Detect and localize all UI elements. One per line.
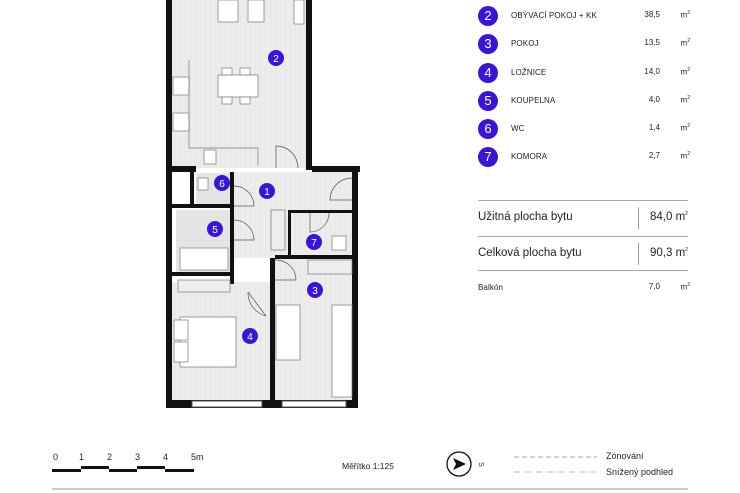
scale-tick: 4: [163, 452, 169, 462]
balcony-label: Balkón: [478, 283, 504, 292]
room-marker-5: 5: [207, 221, 223, 237]
scale-bar-graphic: [52, 466, 194, 472]
room-marker-7: 7: [306, 234, 322, 250]
room-name: OBÝVACÍ POKOJ + KK: [511, 11, 597, 20]
unit: m2: [680, 282, 690, 292]
svg-text:5: 5: [212, 225, 218, 236]
divider: [638, 207, 639, 229]
legend-ceiling-label: Snížený podhled: [606, 467, 674, 477]
legend-row: 3 POKOJ 13,5 m2: [478, 34, 690, 56]
floor-plan: 1 2 3 4 5 6 7: [166, 0, 360, 408]
room-number: 2: [478, 6, 498, 26]
legend-lines: [514, 456, 597, 473]
unit: m2: [680, 123, 690, 133]
balcony-row: Balkón 7,0 m2: [478, 278, 690, 300]
svg-text:7: 7: [311, 238, 317, 249]
room-marker-2: 2: [268, 50, 284, 66]
scale-tick: 0: [53, 452, 59, 462]
room-name: LOŽNICE: [511, 68, 547, 77]
scale-tick: 2: [107, 452, 113, 462]
total-area-label: Celková plocha bytu: [478, 247, 582, 259]
scale-tick: 5m: [191, 452, 204, 462]
svg-text:6: 6: [219, 179, 225, 190]
windows: [191, 400, 347, 408]
room-marker-4: 4: [242, 328, 258, 344]
room-area: 4,0: [648, 95, 660, 104]
room-number: 6: [478, 119, 498, 139]
svg-text:1: 1: [264, 187, 270, 198]
room-name: KOMORA: [511, 152, 548, 161]
svg-text:3: 3: [312, 286, 318, 297]
divider: [478, 200, 688, 201]
unit: m2: [680, 151, 690, 161]
north-label: S: [476, 462, 484, 467]
room-name: WC: [511, 124, 525, 133]
unit: m2: [680, 67, 690, 77]
room-marker-1: 1: [259, 183, 275, 199]
scale-tick: 1: [79, 452, 85, 462]
legend-row: 2 OBÝVACÍ POKOJ + KK 38,5 m2: [478, 6, 690, 28]
svg-text:4: 4: [247, 332, 253, 343]
room-area: 14,0: [644, 67, 660, 76]
north-arrow-icon: [446, 451, 472, 477]
scale-text: Měřítko 1:125: [342, 461, 394, 471]
room-area: 38,5: [644, 10, 660, 19]
room-number: 4: [478, 63, 498, 83]
svg-text:2: 2: [273, 54, 279, 65]
furniture: [172, 0, 353, 398]
scale-tick: 3: [135, 452, 141, 462]
unit: m2: [680, 95, 690, 105]
legend-zoning-label: Zónování: [606, 451, 644, 461]
legend-row: 6 WC 1,4 m2: [478, 119, 690, 141]
room-marker-6: 6: [214, 175, 230, 191]
legend-row: 5 KOUPELNA 4,0 m2: [478, 91, 690, 113]
divider: [638, 243, 639, 265]
usable-area-label: Užitná plocha bytu: [478, 211, 573, 223]
divider: [478, 236, 688, 237]
room-area: 2,7: [648, 151, 660, 160]
balcony-value: 7,0: [648, 282, 660, 291]
legend-row: 4 LOŽNICE 14,0 m2: [478, 63, 690, 85]
room-area: 13,5: [644, 38, 660, 47]
room-number: 5: [478, 91, 498, 111]
total-area-value: 90,3 m2: [650, 247, 688, 259]
room-name: KOUPELNA: [511, 96, 556, 105]
footer-divider: [52, 488, 688, 490]
room-number: 7: [478, 147, 498, 167]
usable-area-value: 84,0 m2: [650, 211, 688, 223]
room-name: POKOJ: [511, 39, 539, 48]
divider: [478, 270, 688, 271]
room-area: 1,4: [648, 123, 660, 132]
room-marker-3: 3: [307, 282, 323, 298]
doors: [233, 145, 353, 317]
room-number: 3: [478, 34, 498, 54]
unit: m2: [680, 38, 690, 48]
legend-row: 7 KOMORA 2,7 m2: [478, 147, 690, 169]
unit: m2: [680, 10, 690, 20]
